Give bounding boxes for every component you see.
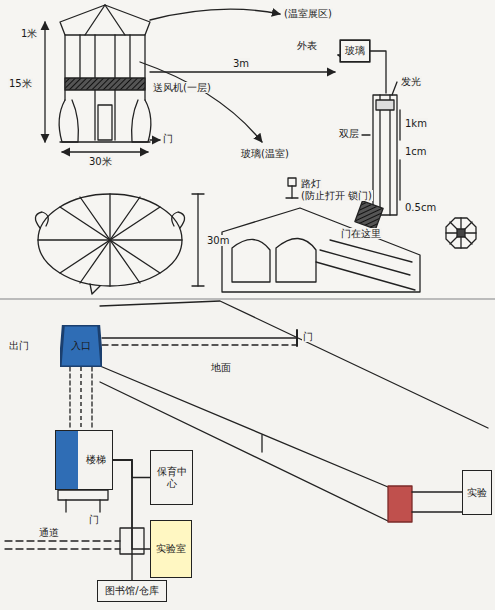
- dimension-label: 0.5cm: [404, 202, 437, 213]
- dimension-label: 1cm: [404, 146, 428, 157]
- node-text: 实验: [467, 487, 487, 499]
- laboratory-box: 实验室: [150, 520, 192, 578]
- note-label: (防止打开 锁门): [300, 190, 373, 201]
- part-label: 路灯: [300, 178, 322, 189]
- node-text: 保育中心: [153, 466, 190, 489]
- dimension-label: 30米: [88, 156, 113, 167]
- door-label: 门: [162, 133, 174, 144]
- stair-box: 楼梯: [55, 430, 113, 490]
- door-label: 出门: [8, 340, 30, 351]
- node-text: 图书馆/仓库: [105, 585, 158, 597]
- note-label: (温室展区): [283, 8, 333, 19]
- connector-line: [113, 460, 132, 580]
- note-label: 玻璃(温室): [240, 148, 290, 159]
- glass-box: 玻璃: [340, 40, 370, 62]
- dimension-label: 15米: [8, 78, 33, 89]
- lab-box: 实验: [462, 470, 492, 515]
- corridor-label: 通道: [38, 527, 60, 538]
- dimension-label: 1米: [20, 28, 38, 39]
- nursery-box: 保育中心: [150, 450, 193, 505]
- node-text: 入口: [71, 340, 91, 352]
- part-label: 外表: [296, 40, 318, 51]
- ground-label: 地面: [210, 362, 232, 373]
- trapezoid-shape: [60, 325, 102, 367]
- node-text: 楼梯: [86, 454, 106, 466]
- door-label: 门: [88, 514, 100, 525]
- note-label: 门在这里: [340, 228, 382, 239]
- part-label: 发光: [400, 76, 422, 87]
- node-text: 玻璃: [345, 45, 365, 57]
- connector-line: [80, 367, 81, 430]
- entrance-block: 入口: [60, 325, 102, 367]
- library-box: 图书馆/仓库: [97, 580, 167, 602]
- part-label: 送风机(一层): [152, 82, 212, 93]
- door-label: 门: [302, 331, 314, 342]
- dimension-label: 3m: [232, 58, 250, 69]
- dimension-label: 1km: [404, 118, 428, 129]
- dimension-label: 30m: [206, 235, 230, 246]
- node-text: 实验室: [156, 543, 186, 555]
- part-label: 双层: [338, 128, 360, 139]
